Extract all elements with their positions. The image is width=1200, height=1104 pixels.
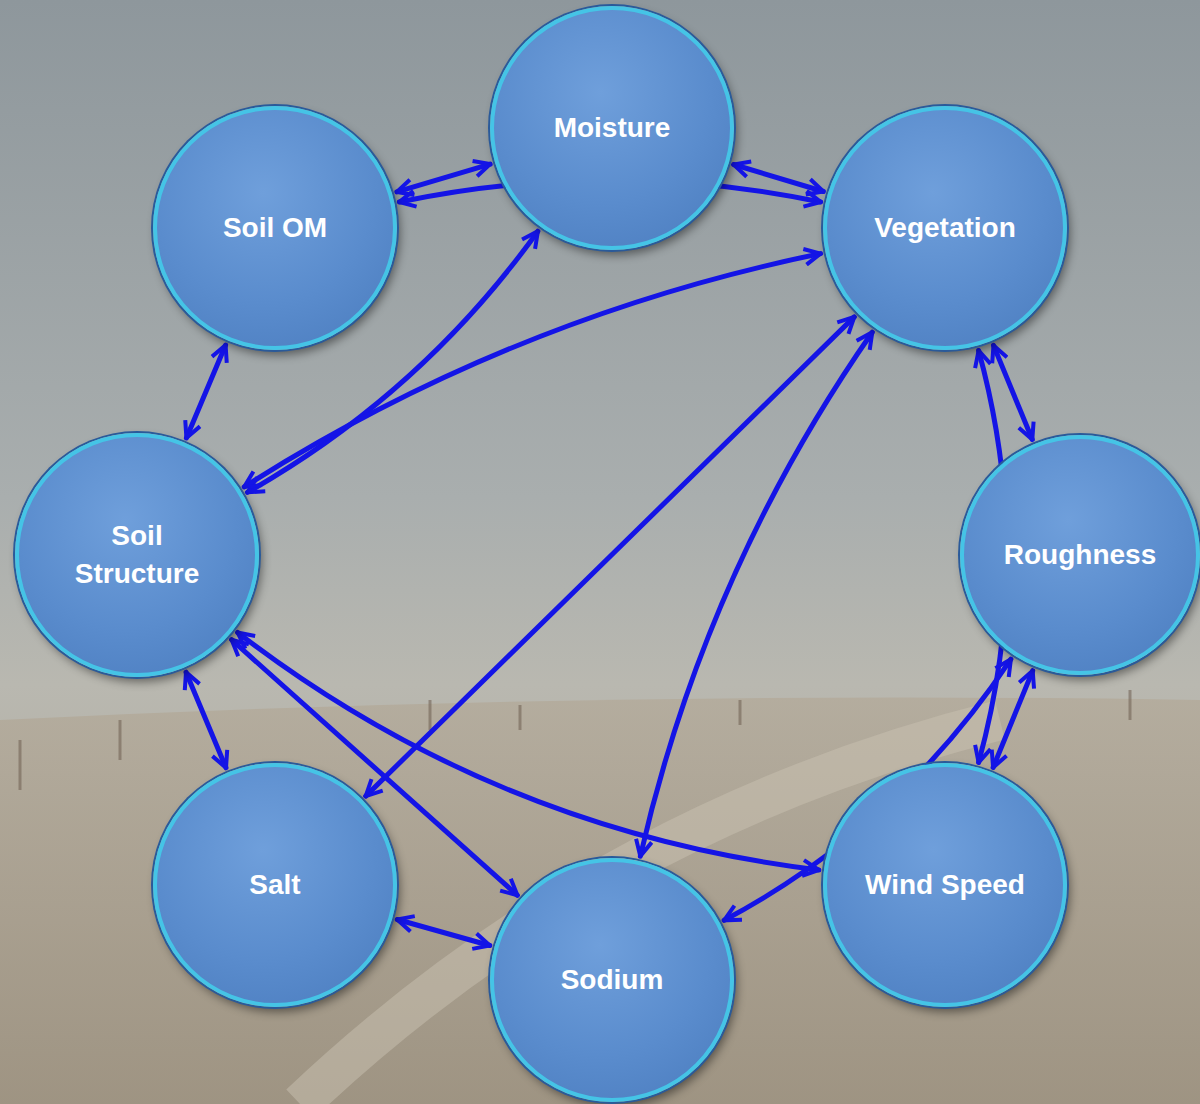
factor-label: Salt [249,866,300,904]
interaction-arrow [640,332,872,856]
interaction-arrow [994,345,1033,439]
factor-circle: Moisture [490,6,734,250]
factor-circle: Vegetation [823,106,1067,350]
factor-label: Sodium [561,961,664,999]
factor-label: Wind Speed [865,866,1025,904]
factor-label: Soil Structure [52,517,222,593]
factor-circle: Soil OM [153,106,397,350]
factor-circle: Sodium [490,858,734,1102]
factor-label: Roughness [1004,536,1156,574]
interaction-arrow [397,920,490,946]
factor-circle: Roughness [960,435,1200,675]
interaction-arrow [186,345,225,438]
factor-circle: Wind Speed [823,763,1067,1007]
factor-label: Vegetation [874,209,1016,247]
factor-circle: Salt [153,763,397,1007]
factor-label: Moisture [554,109,671,147]
interaction-arrow [366,317,855,796]
interaction-arrow [993,671,1033,768]
factor-label: Soil OM [223,209,327,247]
interaction-arrow [186,672,226,768]
factor-circle: Soil Structure [15,433,259,677]
